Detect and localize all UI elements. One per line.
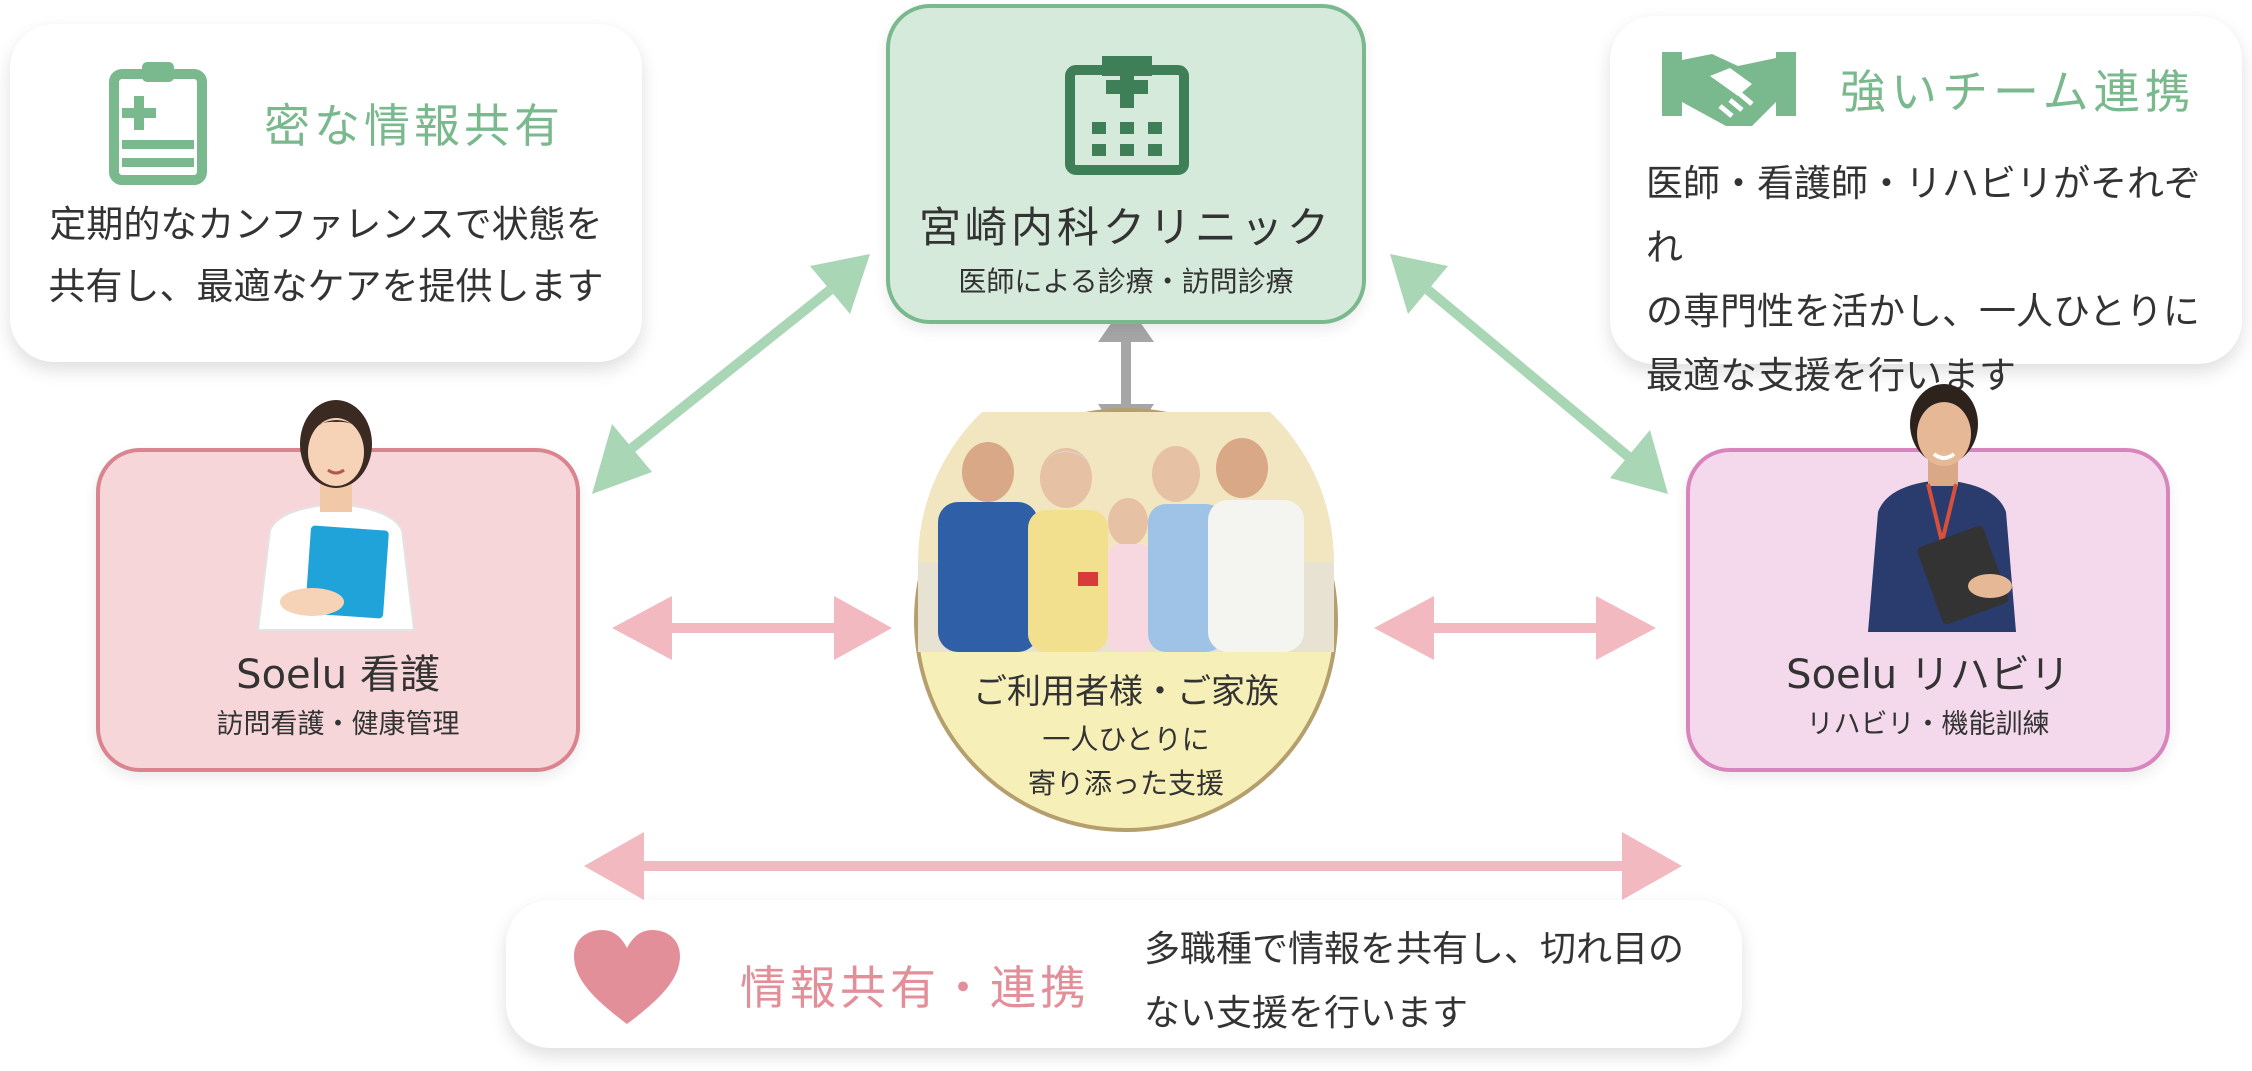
arrow-bottom-long [584,832,1682,900]
nurse-photo [256,400,416,631]
handshake-icon [1662,52,1796,126]
hospital-icon [1065,56,1189,175]
family-title: ご利用者様・ご家族 [973,672,1279,712]
info-sharing-title: 密な情報共有 [264,99,564,153]
info-sharing-desc-line2: 共有し、最適なケアを提供します [48,265,604,308]
arrow-family-rehab [1374,596,1656,660]
team-collab-card: 強いチーム連携 医師・看護師・リハビリがそれぞれ の専門性を活かし、一人ひとりに… [1610,16,2242,397]
clipboard-medical-icon [109,62,207,185]
team-collab-title: 強いチーム連携 [1840,65,2196,119]
clinic-node: 宮崎内科クリニック 医師による診療・訪問診療 [886,4,1366,324]
collaboration-card: 情報共有・連携 多職種で情報を共有し、切れ目の ない支援を行います [506,900,1742,1048]
arrow-clinic-nursing [592,254,870,494]
collaboration-desc: 多職種で情報を共有し、切れ目の ない支援を行います [1144,918,1704,1046]
info-sharing-desc: 定期的なカンファレンスで状態を 共有し、最適なケアを提供します [10,194,642,318]
collaboration-desc-line2: ない支援を行います [1144,993,1469,1034]
info-sharing-card: 密な情報共有 定期的なカンファレンスで状態を 共有し、最適なケアを提供します [10,24,642,362]
clinic-name: 宮崎内科クリニック [918,203,1333,252]
info-sharing-desc-line1: 定期的なカンファレンスで状態を [49,203,603,246]
therapist-photo [1868,384,2016,632]
collaboration-desc-line1: 多職種で情報を共有し、切れ目の [1144,929,1685,970]
arrow-clinic-rehab [1390,254,1668,494]
family-line2: 寄り添った支援 [1027,767,1224,800]
heart-icon [574,930,680,1024]
family-photo [918,412,1334,652]
collaboration-title: 情報共有・連携 [740,961,1090,1015]
family-line1: 一人ひとりに [1042,723,1210,756]
rehab-name: Soelu リハビリ [1786,652,2070,698]
nursing-name: Soelu 看護 [236,652,440,698]
team-collab-desc-line2: の専門性を活かし、一人ひとりに [1646,290,2200,333]
team-collab-desc: 医師・看護師・リハビリがそれぞれ の専門性を活かし、一人ひとりに 最適な支援を行… [1646,152,2226,408]
nursing-sub: 訪問看護・健康管理 [216,709,460,740]
arrow-nursing-family [612,596,892,660]
rehab-sub: リハビリ・機能訓練 [1806,709,2050,740]
clinic-sub: 医師による診療・訪問診療 [958,265,1294,298]
team-collab-desc-line1: 医師・看護師・リハビリがそれぞれ [1646,162,2201,269]
